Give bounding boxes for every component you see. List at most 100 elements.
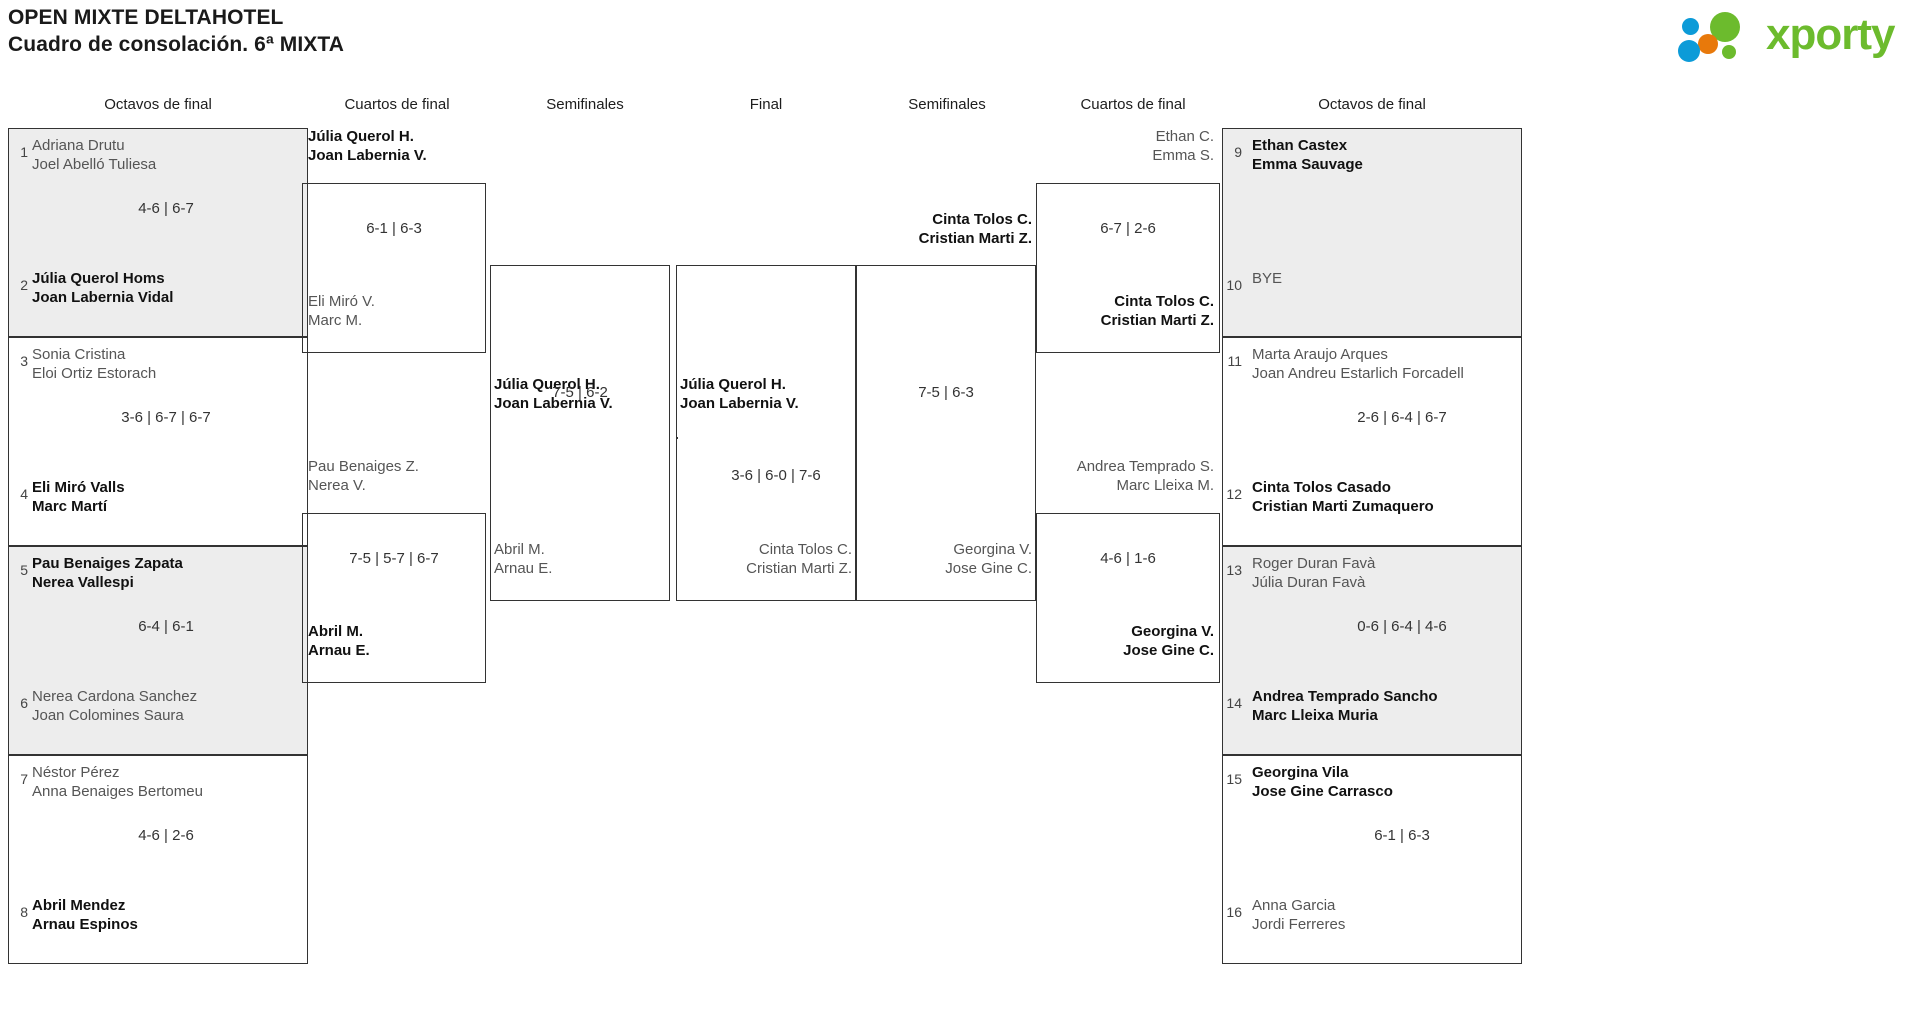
player-1: Cinta Tolos C.: [758, 541, 852, 558]
match-right-qf-team-1[interactable]: Cinta Tolos C. Cristian Marti Z.: [914, 292, 1214, 330]
player-1: Eli Miró Valls: [32, 479, 125, 496]
sf-right-connector: [856, 265, 1036, 601]
logo-dots-icon: [1678, 12, 1764, 64]
score-right-r16-1: 2-6 | 6-4 | 6-7: [1357, 409, 1447, 426]
player-2: Marc Martí: [32, 498, 108, 515]
score-right-qf-0: 6-7 | 2-6: [1100, 220, 1156, 237]
r16-right-block-3[interactable]: [1222, 755, 1522, 964]
match-left-qf-team-2[interactable]: Pau Benaiges Z.Nerea V.: [308, 457, 608, 495]
player-1: Júlia Querol H.: [680, 376, 786, 393]
r16-left-block-3[interactable]: [8, 755, 308, 964]
player-2: Cristian Marti Zumaquero: [1252, 498, 1434, 515]
player-1: Andrea Temprado Sancho: [1252, 688, 1438, 705]
player-1: Cinta Tolos Casado: [1252, 479, 1391, 496]
round-header-4: Semifinales: [908, 96, 986, 113]
player-1: Abril Mendez: [32, 897, 126, 914]
score-final: 3-6 | 6-0 | 7-6: [731, 467, 821, 484]
r16-right-block-2[interactable]: [1222, 546, 1522, 755]
seed-2: 2: [20, 277, 28, 293]
player-2: Joan Labernia V.: [308, 147, 427, 164]
seed-12: 12: [1226, 486, 1242, 502]
score-left-qf-0: 6-1 | 6-3: [366, 220, 422, 237]
r16-left-block-0[interactable]: [8, 128, 308, 337]
player-2: Joan Labernia V.: [494, 395, 613, 412]
seed-13: 13: [1226, 562, 1242, 578]
round-header-5: Cuartos de final: [1080, 96, 1186, 113]
player-1: BYE: [1252, 270, 1283, 287]
player-1: Cinta Tolos C.: [1114, 293, 1214, 310]
match-left-qf-team-3[interactable]: Abril M.Arnau E.: [308, 622, 608, 660]
seed-11: 11: [1227, 353, 1242, 369]
tournament-name: OPEN MIXTE DELTAHOTEL: [8, 6, 284, 29]
r16-right-block-0[interactable]: [1222, 128, 1522, 337]
score-right-r16-2: 0-6 | 6-4 | 4-6: [1357, 618, 1447, 635]
player-2: Júlia Duran Favà: [1252, 574, 1366, 591]
match-final-team-1[interactable]: Cinta Tolos C. Cristian Marti Z.: [552, 540, 852, 578]
player-1: Abril M.: [494, 541, 545, 558]
player-1: Eli Miró V.: [308, 293, 375, 310]
match-left-sf-team-0[interactable]: Júlia Querol H. Joan Labernia V.: [494, 375, 794, 413]
player-1: Ethan Castex: [1252, 137, 1348, 154]
xporty-logo[interactable]: xporty: [1678, 8, 1908, 66]
match-right-qf-team-3[interactable]: Georgina V.Jose Gine C.: [914, 622, 1214, 660]
player-1: Pau Benaiges Z.: [308, 458, 419, 475]
player-1: Marta Araujo Arques: [1252, 346, 1388, 363]
score-right-r16-3: 6-1 | 6-3: [1374, 827, 1430, 844]
player-2: Jose Gine C.: [1123, 642, 1214, 659]
player-2: Jose Gine Carrasco: [1252, 783, 1393, 800]
score-left-r16-0: 4-6 | 6-7: [138, 200, 194, 217]
match-left-qf-team-1[interactable]: Eli Miró V. Marc M.: [308, 292, 608, 330]
score-left-qf-1: 7-5 | 5-7 | 6-7: [349, 550, 439, 567]
match-right-sf-team-0[interactable]: Cinta Tolos C.Cristian Marti Z.: [732, 210, 1032, 248]
seed-5: 5: [20, 562, 28, 578]
match-right-qf-team-0[interactable]: Ethan C.Emma S.: [914, 127, 1214, 165]
player-2: Arnau E.: [308, 642, 370, 659]
player-2: Arnau E.: [494, 560, 553, 577]
match-left-qf-team-0[interactable]: Júlia Querol H.Joan Labernia V.: [308, 127, 608, 165]
score-left-r16-3: 4-6 | 2-6: [138, 827, 194, 844]
score-left-r16-2: 6-4 | 6-1: [138, 618, 194, 635]
player-1: Ethan C.: [1155, 128, 1214, 145]
match-right-qf-team-2[interactable]: Andrea Temprado S.Marc Lleixa M.: [914, 457, 1214, 495]
r16-left-block-2[interactable]: [8, 546, 308, 755]
player-2: Arnau Espinos: [32, 916, 138, 933]
player-1: Cinta Tolos C.: [932, 211, 1032, 228]
round-header-0: Octavos de final: [104, 96, 212, 113]
draw-subtitle: Cuadro de consolación. 6ª MIXTA: [8, 33, 345, 56]
seed-16: 16: [1226, 904, 1242, 920]
player-1: Georgina V.: [953, 541, 1032, 558]
player-2: Jordi Ferreres: [1252, 916, 1346, 933]
match-final-team-0[interactable]: Júlia Querol H.Joan Labernia V.: [680, 375, 980, 413]
round-header-6: Octavos de final: [1318, 96, 1426, 113]
player-1: Roger Duran Favà: [1252, 555, 1376, 572]
player-2: Marc M.: [308, 312, 363, 329]
player-2: Cristian Marti Z.: [1100, 312, 1214, 329]
player-1: Júlia Querol H.: [494, 376, 600, 393]
r16-right-block-1[interactable]: [1222, 337, 1522, 546]
match-right-r16-team-10[interactable]: BYE: [1252, 269, 1552, 288]
player-2: Joan Colomines Saura: [32, 707, 184, 724]
player-1: Pau Benaiges Zapata: [32, 555, 183, 572]
r16-left-block-1[interactable]: [8, 337, 308, 546]
player-2: Eloi Ortiz Estorach: [32, 365, 157, 382]
player-2: Cristian Marti Z.: [746, 560, 852, 577]
match-right-sf-team-1[interactable]: Georgina V.Jose Gine C.: [732, 540, 1032, 578]
seed-14: 14: [1226, 695, 1242, 711]
sf-left-connector: [490, 265, 670, 601]
match-left-sf-team-1[interactable]: Abril M. Arnau E.: [494, 540, 794, 578]
